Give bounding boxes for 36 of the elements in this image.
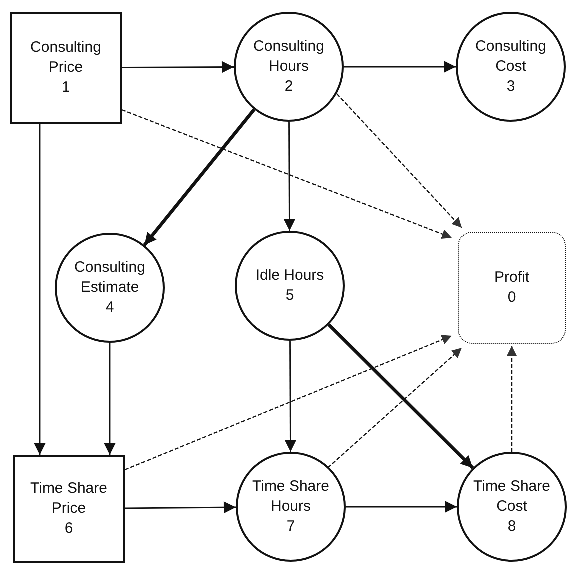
node-label: Consulting Cost <box>474 37 548 77</box>
node-number: 0 <box>508 288 516 308</box>
arrow <box>122 61 234 74</box>
rounded-box <box>458 232 566 344</box>
node-number: 1 <box>62 78 70 98</box>
arrow <box>284 122 296 231</box>
arrow <box>124 335 452 471</box>
arrow <box>344 61 456 73</box>
arrow <box>507 346 517 452</box>
node-label: Consulting Price <box>30 38 102 78</box>
node-label: Time Share Hours <box>252 477 330 517</box>
node-number: 2 <box>284 77 294 97</box>
node-label: Profit <box>494 268 530 288</box>
arrow <box>122 109 452 240</box>
node-number: 8 <box>508 517 516 537</box>
arrow <box>346 501 457 513</box>
node-number: 4 <box>106 298 114 318</box>
arrow <box>104 343 116 455</box>
arrow <box>328 324 474 470</box>
node-number: 7 <box>286 517 296 537</box>
arrow <box>143 108 256 246</box>
process-box <box>10 12 122 124</box>
arrow <box>336 94 462 228</box>
node-label: Consulting Hours <box>252 37 326 77</box>
node-label: Consulting Estimate <box>74 258 146 298</box>
arrow <box>125 502 236 514</box>
node-number: 3 <box>506 77 516 97</box>
arrow <box>328 348 462 468</box>
node-number: 6 <box>64 519 74 539</box>
process-box <box>13 455 125 563</box>
node-label: Time Share Cost <box>472 477 552 517</box>
node-label: Time Share Price <box>30 479 108 519</box>
arrow <box>284 341 297 452</box>
node-label: Idle Hours <box>256 266 324 286</box>
arrow <box>34 124 46 455</box>
node-number: 5 <box>286 286 294 306</box>
